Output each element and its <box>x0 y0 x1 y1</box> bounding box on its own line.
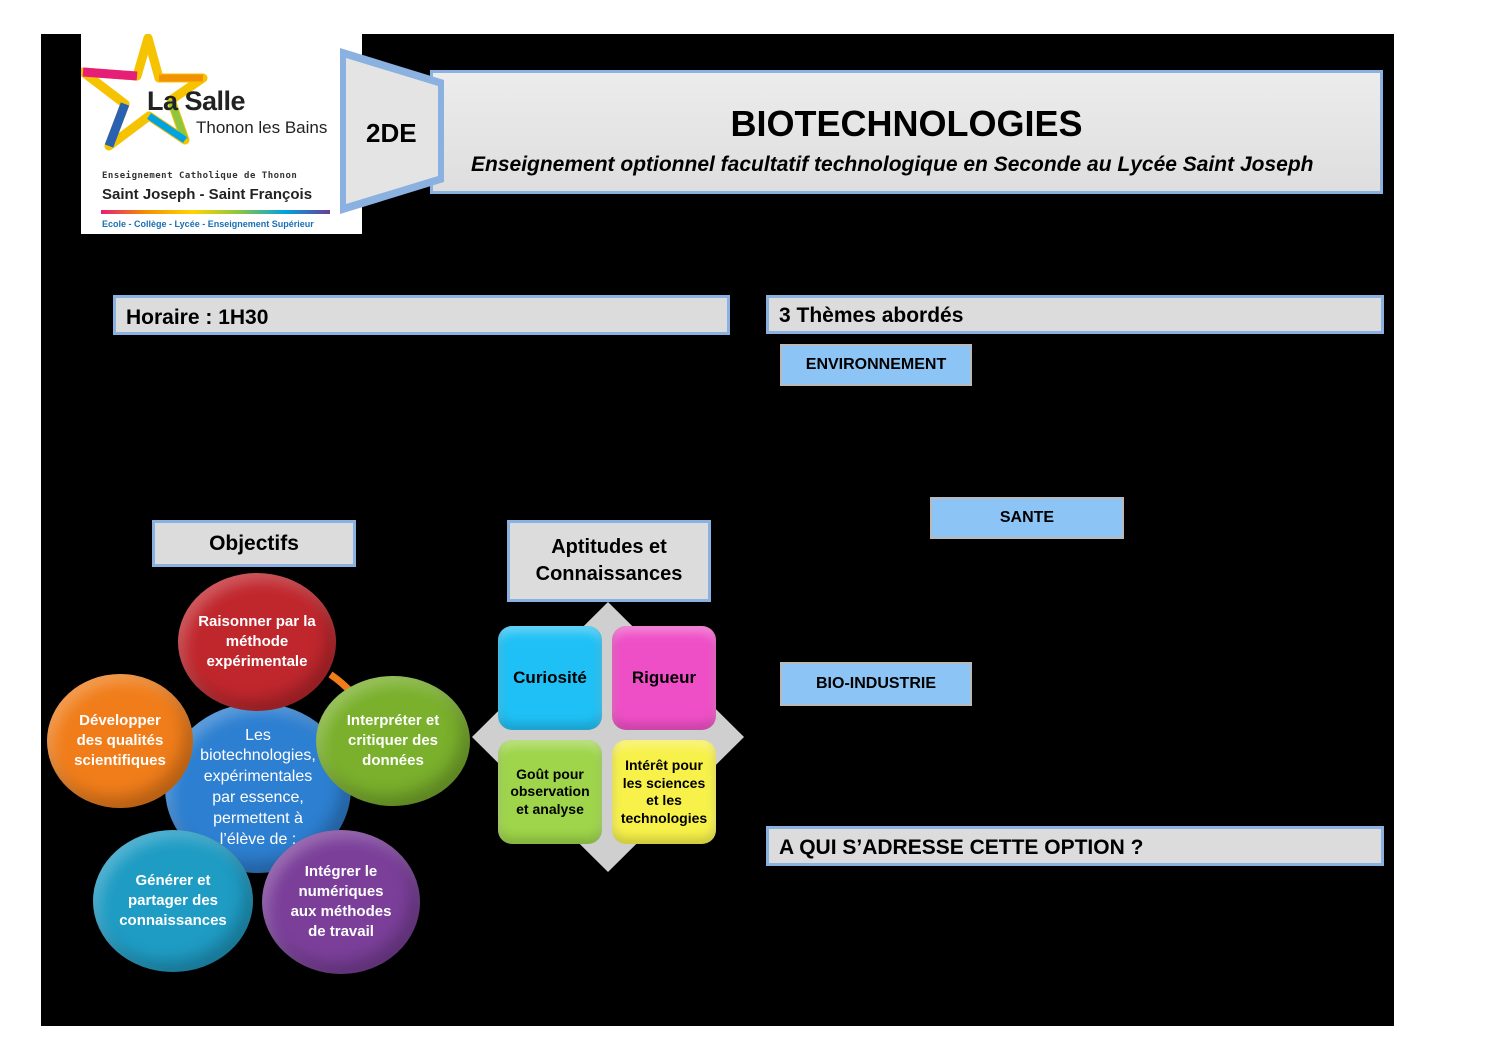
public-heading: A QUI S’ADRESSE CETTE OPTION ? <box>779 836 1144 859</box>
level-label: 2DE <box>366 118 417 148</box>
page-title: BIOTECHNOLOGIES <box>730 103 1083 144</box>
objectif-developper: Développer des qualités scientifiques <box>47 674 193 808</box>
objectif-integrer: Intégrer le numériques aux méthodes de t… <box>262 830 420 974</box>
logo-line-3: Ecole - Collège - Lycée - Enseignement S… <box>102 219 314 229</box>
theme-environnement: ENVIRONNEMENT <box>780 344 972 386</box>
themes-heading: 3 Thèmes abordés <box>779 304 964 327</box>
aptitude-curiosite: Curiosité <box>498 626 602 730</box>
logo-city: Thonon les Bains <box>196 118 328 137</box>
logo-line-1: Enseignement Catholique de Thonon <box>102 171 298 181</box>
objectif-interpreter: Interpréter et critiquer des données <box>316 676 470 806</box>
aptitudes-heading-box: Aptitudes et Connaissances <box>507 520 711 602</box>
aptitude-interet: Intérêt pour les sciences et les technol… <box>612 740 716 844</box>
logo-name: La Salle <box>147 86 246 116</box>
logo-line-2: Saint Joseph - Saint François <box>102 186 313 203</box>
school-logo: La Salle Thonon les Bains Enseignement C… <box>81 34 362 234</box>
horaire-bar: Horaire : 1H30 <box>113 295 730 335</box>
public-bar: A QUI S’ADRESSE CETTE OPTION ? <box>766 826 1384 866</box>
objectifs-heading-box: Objectifs <box>152 520 356 567</box>
star-logo-icon <box>81 34 208 151</box>
horaire-label: Horaire : 1H30 <box>126 306 269 329</box>
theme-sante: SANTE <box>930 497 1124 539</box>
themes-bar: 3 Thèmes abordés <box>766 295 1384 334</box>
objectif-generer: Générer et partager des connaissances <box>93 830 253 972</box>
logo-color-bar <box>101 210 330 214</box>
title-banner: BIOTECHNOLOGIES Enseignement optionnel f… <box>430 70 1383 194</box>
level-tag: 2DE <box>338 46 446 216</box>
page-subtitle: Enseignement optionnel facultatif techno… <box>471 153 1314 176</box>
aptitude-rigueur: Rigueur <box>612 626 716 730</box>
objectif-raisonner: Raisonner par la méthode expérimentale <box>178 573 336 711</box>
theme-bio-industrie: BIO-INDUSTRIE <box>780 662 972 706</box>
aptitudes-heading: Aptitudes et Connaissances <box>535 536 683 585</box>
objectifs-heading: Objectifs <box>209 531 299 555</box>
aptitude-gout: Goût pour observation et analyse <box>498 740 602 844</box>
